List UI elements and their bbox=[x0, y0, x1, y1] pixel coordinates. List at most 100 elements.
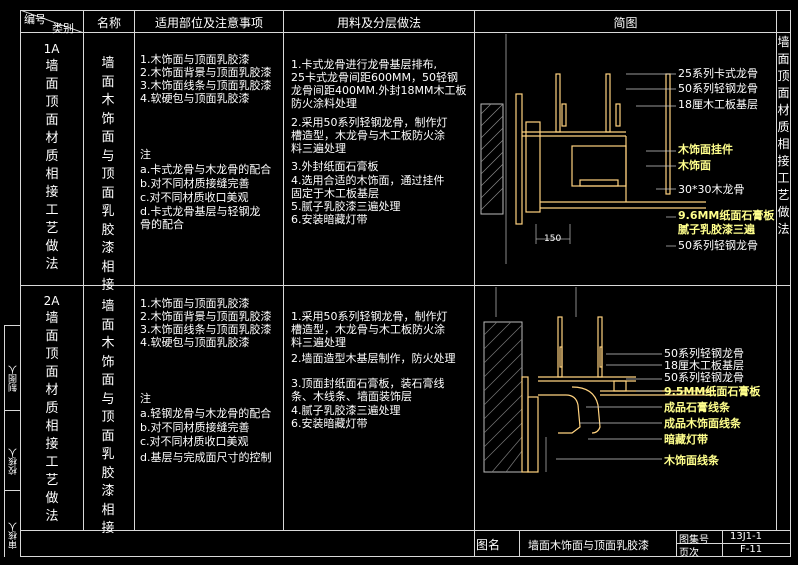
col-line-5 bbox=[776, 10, 777, 531]
row1-method-1: 1.卡式龙骨进行龙骨基层排布, bbox=[291, 58, 437, 71]
col-line-4 bbox=[474, 10, 475, 557]
row1-label-6: 30*30木龙骨 bbox=[678, 183, 745, 196]
row1-label-2: 50系列轻钢龙骨 bbox=[678, 82, 758, 95]
row2-code: 2A bbox=[43, 294, 60, 308]
row2-note-c: c.对不同材质收口美观 bbox=[140, 435, 249, 448]
footer-sep-4 bbox=[676, 543, 790, 544]
frame-bottom bbox=[20, 556, 790, 557]
row1-label-5: 木饰面 bbox=[678, 159, 711, 172]
sig-strip-sep-1 bbox=[4, 410, 20, 411]
row2-label-3: 50系列轻钢龙骨 bbox=[664, 371, 744, 384]
row2-label-6: 成品木饰面线条 bbox=[664, 417, 741, 430]
row2-method-8: 6.安装暗藏灯带 bbox=[291, 417, 368, 430]
row1-scope-3: 3.木饰面线条与顶面乳胶漆 bbox=[140, 79, 272, 92]
row2-note-d: d.基层与完成面尺寸的控制 bbox=[140, 451, 272, 464]
row2-method-6: 条、木线条、墙面装饰层 bbox=[291, 390, 412, 403]
row1-scope-2: 2.木饰面背景与顶面乳胶漆 bbox=[140, 66, 272, 79]
row2-method-3: 料三遍处理 bbox=[291, 336, 346, 349]
row2-label-2: 18厘木工板基层 bbox=[664, 359, 744, 372]
row2-label-4: 9.5MM纸面石膏板 bbox=[664, 385, 761, 398]
row1-scope-4: 4.软硬包与顶面乳胶漆 bbox=[140, 92, 250, 105]
row1-note-b: b.对不同材质接缝完善 bbox=[140, 177, 250, 190]
row1-method-4: 防火涂料处理 bbox=[291, 97, 357, 110]
corner-diagonal bbox=[20, 10, 84, 33]
col-line-3 bbox=[283, 10, 284, 531]
row2-scope-2: 2.木饰面背景与顶面乳胶漆 bbox=[140, 310, 272, 323]
footer-sep-1 bbox=[519, 530, 520, 557]
row1-label-3: 18厘木工板基层 bbox=[678, 98, 758, 111]
frame-top bbox=[20, 10, 790, 11]
header-name: 名称 bbox=[96, 16, 121, 30]
row2-note-b: b.对不同材质接缝完善 bbox=[140, 421, 250, 434]
row1-label-7: 9.6MM纸面石膏板 bbox=[678, 209, 775, 222]
set-number: 13J1-1 bbox=[730, 531, 763, 542]
page-label: 页次 bbox=[679, 548, 699, 559]
row1-note-d: d.卡式龙骨基层与轻钢龙 bbox=[140, 205, 261, 218]
row1-method-5: 2.采用50系列轻钢龙骨，制作灯 bbox=[291, 116, 448, 129]
col-line-1 bbox=[83, 10, 84, 531]
row1-method-9: 4.选用合适的木饰面，通过挂件 bbox=[291, 174, 445, 187]
row2-section-drawing bbox=[483, 287, 716, 473]
row2-name: 墙面木饰面与顶面乳胶漆相接 bbox=[101, 299, 115, 536]
row2-method-2: 槽造型，木龙骨与木工板防火涂 bbox=[291, 323, 445, 336]
set-number-label: 图集号 bbox=[679, 535, 709, 546]
row2-category: 墙面顶面材质相接工艺做法 bbox=[45, 311, 59, 524]
row1-dimension: 150 bbox=[544, 234, 562, 244]
row1-label-9: 50系列轻钢龙骨 bbox=[678, 239, 758, 252]
row2-method-4: 2.墙面造型木基层制作，防火处理 bbox=[291, 352, 456, 365]
row2-scope-1: 1.木饰面与顶面乳胶漆 bbox=[140, 297, 250, 310]
row2-scope-3: 3.木饰面线条与顶面乳胶漆 bbox=[140, 323, 272, 336]
row2-label-7: 暗藏灯带 bbox=[664, 433, 708, 446]
row1-label-4: 木饰面挂件 bbox=[678, 143, 733, 156]
row1-method-10: 固定于木工板基层 bbox=[291, 187, 379, 200]
row2-method-5: 3.顶面封纸面石膏板，装石膏线 bbox=[291, 377, 445, 390]
row2-method-1: 1.采用50系列轻钢龙骨，制作灯 bbox=[291, 310, 448, 323]
header-scope: 适用部位及注意事项 bbox=[154, 16, 263, 30]
row1-note-c: c.对不同材质收口美观 bbox=[140, 191, 249, 204]
row2-note-title: 注 bbox=[140, 392, 151, 405]
sig-strip-top bbox=[4, 325, 20, 326]
row1-note-a: a.卡式龙骨与木龙骨的配合 bbox=[140, 163, 272, 176]
drafter-label: 制图人 bbox=[9, 365, 19, 392]
row1-section-drawing bbox=[480, 34, 706, 264]
row1-method-11: 5.腻子乳胶漆三遍处理 bbox=[291, 200, 401, 213]
frame-left bbox=[20, 10, 21, 557]
row2-scope-4: 4.软硬包与顶面乳胶漆 bbox=[140, 336, 250, 349]
right-vertical-title: 墙面顶面材质相接工艺做法 bbox=[777, 35, 790, 236]
header-method: 用料及分层做法 bbox=[336, 16, 421, 30]
row1-category: 墙面顶面材质相接工艺做法 bbox=[45, 59, 59, 272]
row2-method-7: 4.腻子乳胶漆三遍处理 bbox=[291, 404, 401, 417]
frame-right bbox=[790, 10, 791, 557]
row1-method-8: 3.外封纸面石膏板 bbox=[291, 160, 379, 173]
row1-note-d2: 骨的配合 bbox=[140, 218, 184, 231]
row1-method-3: 龙骨间距400MM.外封18MM木工板 bbox=[291, 84, 467, 97]
row2-label-8: 木饰面线条 bbox=[664, 454, 719, 467]
row2-label-5: 成品石膏线条 bbox=[664, 401, 730, 414]
row2-label-1: 50系列轻钢龙骨 bbox=[664, 347, 744, 360]
checker-label: 校核人 bbox=[9, 448, 19, 475]
col-line-2 bbox=[134, 10, 135, 531]
header-sketch: 简图 bbox=[613, 16, 638, 30]
row-divider bbox=[20, 285, 790, 286]
row1-method-7: 料三遍处理 bbox=[291, 142, 346, 155]
corner-category-label: 类别 bbox=[52, 22, 74, 35]
page-number: F-11 bbox=[740, 544, 763, 555]
row1-method-6: 槽造型，木龙骨与木工板防火涂 bbox=[291, 129, 445, 142]
reviewer-label: 审核人 bbox=[9, 522, 19, 549]
row1-name: 墙面木饰面与顶面乳胶漆相接 bbox=[101, 56, 115, 293]
row1-method-2: 25卡式龙骨间距600MM，50轻钢 bbox=[291, 71, 458, 84]
corner-code-label: 编号 bbox=[24, 13, 46, 26]
row1-scope-1: 1.木饰面与顶面乳胶漆 bbox=[140, 53, 250, 66]
row1-label-8: 腻子乳胶漆三遍 bbox=[678, 223, 755, 236]
row1-label-1: 25系列卡式龙骨 bbox=[678, 67, 758, 80]
footer-rule bbox=[20, 530, 790, 531]
row1-method-12: 6.安装暗藏灯带 bbox=[291, 213, 368, 226]
header-rule bbox=[20, 32, 790, 33]
row1-note-title: 注 bbox=[140, 148, 151, 161]
row1-code: 1A bbox=[43, 42, 60, 56]
fig-name-label: 图名 bbox=[476, 538, 501, 552]
sig-strip-sep-2 bbox=[4, 490, 20, 491]
fig-name: 墙面木饰面与顶面乳胶漆 bbox=[528, 539, 649, 552]
sig-strip-left bbox=[4, 325, 5, 557]
row2-note-a: a.轻钢龙骨与木龙骨的配合 bbox=[140, 407, 272, 420]
